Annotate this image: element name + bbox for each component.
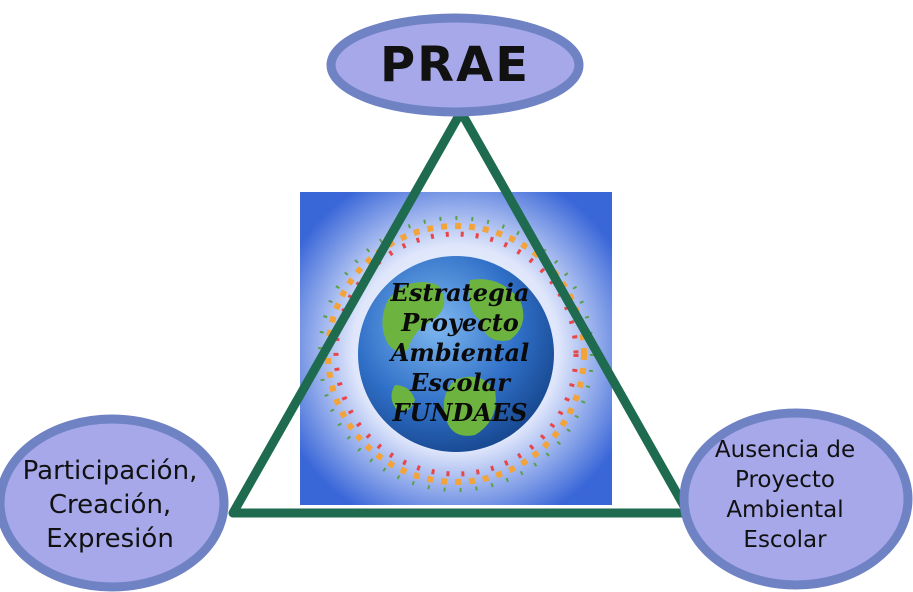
globe-icon: [358, 256, 554, 452]
top-ellipse: [326, 13, 584, 117]
triangle-frame: [228, 107, 693, 518]
right-ellipse: [679, 408, 913, 590]
children-ring: [318, 216, 594, 492]
left-ellipse: [0, 414, 229, 592]
center-strategy-label: Estrategia Proyecto Ambiental Escolar FU…: [390, 278, 530, 427]
node-participacion: Participación, Creación, Expresión: [22, 456, 198, 554]
node-ausencia: Ausencia de Proyecto Ambiental Escolar: [714, 437, 856, 553]
center-image: [300, 192, 612, 505]
node-prae: PRAE: [379, 37, 531, 93]
